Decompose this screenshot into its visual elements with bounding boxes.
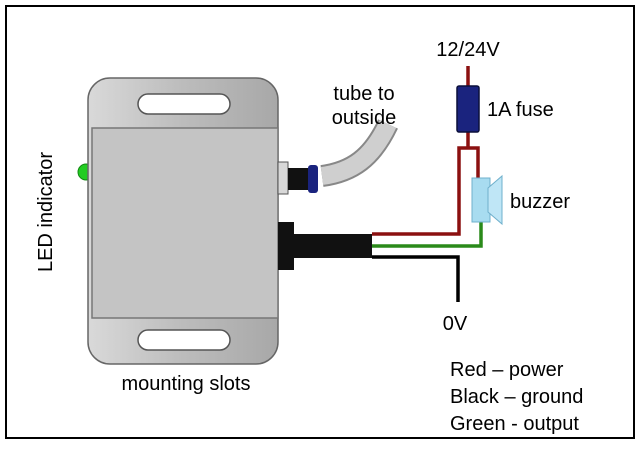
buzzer-horn bbox=[487, 174, 503, 226]
legend-red: Red – power bbox=[450, 359, 564, 381]
green-wire bbox=[372, 222, 483, 248]
sensor-housing bbox=[87, 77, 279, 365]
buzzer bbox=[471, 174, 503, 226]
mounting-slot-bottom bbox=[137, 329, 231, 351]
fitting-flange bbox=[277, 161, 289, 195]
mounting-slot-top bbox=[137, 93, 231, 115]
tube-fitting bbox=[277, 161, 318, 195]
tube bbox=[320, 119, 397, 185]
gland-base bbox=[278, 222, 294, 270]
fitting-ring bbox=[308, 165, 318, 193]
wire-color-legend: Red – power Black – ground Green - outpu… bbox=[450, 359, 583, 435]
wires bbox=[372, 66, 483, 302]
supply-voltage-label: 12/24V bbox=[436, 39, 500, 61]
mounting-slots-label: mounting slots bbox=[122, 373, 251, 395]
gland-body bbox=[294, 234, 372, 258]
tube-label-line1: tube to bbox=[333, 83, 394, 105]
housing-front bbox=[91, 127, 279, 319]
legend-black: Black – ground bbox=[450, 386, 583, 408]
tube-label-line2: outside bbox=[332, 107, 397, 129]
fuse-label: 1A fuse bbox=[487, 99, 554, 121]
black-wire bbox=[372, 255, 460, 302]
legend-green: Green - output bbox=[450, 413, 579, 435]
fuse-body bbox=[456, 85, 480, 133]
led-indicator-label: LED indicator bbox=[35, 152, 57, 272]
buzzer-label: buzzer bbox=[510, 191, 570, 213]
cable-gland bbox=[278, 222, 372, 270]
red-wire bbox=[372, 146, 480, 236]
fitting-nut bbox=[288, 168, 308, 190]
zero-volt-label: 0V bbox=[443, 313, 468, 335]
buzzer-base bbox=[471, 177, 491, 223]
